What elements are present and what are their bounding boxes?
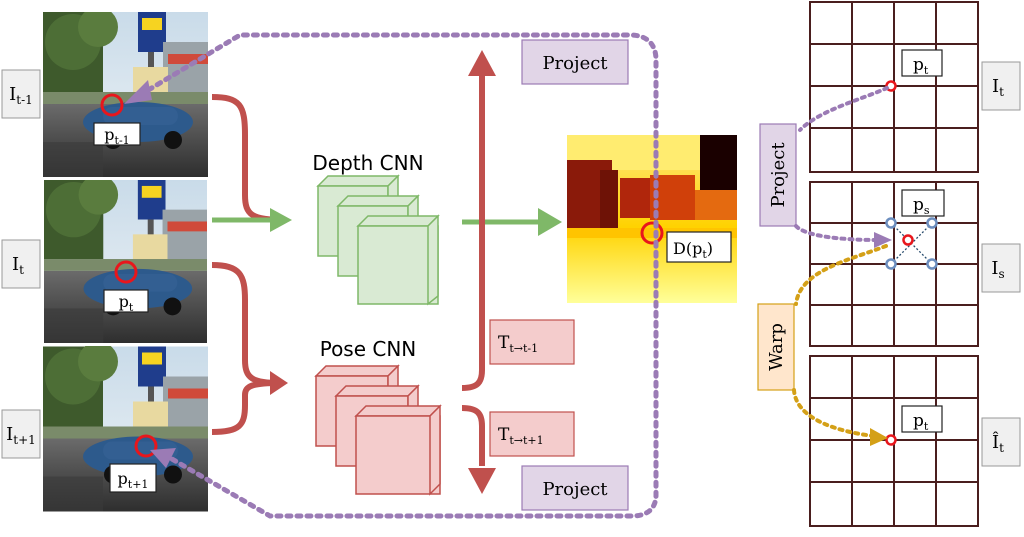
grid-top — [809, 1, 979, 173]
frame-cur-point-label: pt — [119, 292, 134, 314]
projection-loop — [137, 32, 659, 519]
svg-text:It-1: It-1 — [9, 84, 33, 107]
frame-prev: pt-1 — [43, 12, 208, 177]
frame-prev-label: It-1 — [1, 69, 41, 119]
side-project-label: Project — [759, 123, 797, 227]
side-project-arrowhead — [874, 232, 892, 248]
svg-text:Ît: Ît — [992, 430, 1004, 455]
grid-middle-point: ps — [885, 189, 945, 270]
grid-middle-image-label: Is — [981, 243, 1021, 293]
frame-next-point-label: pt+1 — [118, 469, 149, 491]
side-project-arrow — [794, 86, 889, 242]
project-prev-arrowhead — [124, 80, 152, 104]
svg-text:Warp: Warp — [766, 323, 787, 371]
side-warp-label: Warp — [757, 303, 795, 391]
svg-text:Project: Project — [542, 479, 608, 500]
grid-top-point: pt — [885, 49, 943, 92]
svg-text:Tt→t-1: Tt→t-1 — [498, 333, 538, 355]
frame-cur: pt — [44, 180, 207, 343]
depth-cnn-title: Depth CNN — [312, 151, 423, 175]
grid-bottom-image-label: Ît — [981, 417, 1021, 467]
frame-prev-point-label: pt-1 — [104, 125, 129, 147]
side-warp-arrow — [792, 244, 888, 438]
grid-top-image-label: It — [981, 61, 1021, 111]
pose-next-label: Tt→t+1 — [489, 411, 575, 457]
depth-cnn: Depth CNN — [312, 151, 440, 306]
point-marker — [114, 260, 138, 284]
pose-output-arrows — [461, 72, 485, 466]
svg-text:It+1: It+1 — [6, 424, 36, 447]
pose-cnn-title: Pose CNN — [320, 337, 417, 361]
frame-next: pt+1 — [43, 346, 208, 512]
svg-text:It: It — [992, 76, 1004, 99]
pose-down-connector — [461, 405, 485, 466]
frames-to-pose-connector — [211, 262, 281, 386]
svg-text:Is: Is — [991, 258, 1004, 281]
frame-next-label: It+1 — [1, 409, 41, 459]
depth-output-arrow — [462, 208, 562, 236]
grid-bottom-point: pt — [885, 405, 943, 446]
svg-text:Tt→t+1: Tt→t+1 — [498, 425, 544, 447]
project-top-label: Project — [521, 39, 629, 85]
frame-cur-label: It — [1, 239, 41, 289]
pose-cnn: Pose CNN — [314, 337, 442, 496]
point-marker — [134, 434, 158, 458]
pose-up-arrowhead — [468, 50, 496, 76]
depth-map: D(pt) — [567, 135, 737, 303]
project-bottom-label: Project — [521, 465, 629, 511]
svg-text:ps: ps — [913, 195, 930, 217]
depth-map-label: D(pt) — [673, 239, 713, 261]
grid-bottom — [809, 355, 979, 527]
green-input-arrow — [212, 208, 292, 232]
pose-input-arrowhead — [270, 371, 288, 395]
project-next-arrowhead — [150, 448, 176, 468]
point-marker — [100, 93, 124, 117]
pose-prev-label: Tt→t-1 — [489, 319, 575, 365]
depth-point-marker — [640, 221, 664, 245]
frames-to-depth-connector — [211, 94, 286, 223]
pose-down-arrowhead — [468, 468, 496, 494]
pose-up-connector — [461, 72, 485, 391]
svg-text:Project: Project — [768, 142, 789, 208]
svg-text:pt: pt — [913, 411, 929, 433]
svg-text:pt: pt — [913, 55, 929, 77]
svg-text:Project: Project — [542, 53, 608, 74]
side-warp-arrowhead — [870, 428, 888, 446]
svg-text:It: It — [12, 254, 24, 277]
frames-next-to-pose-connector — [211, 380, 281, 435]
